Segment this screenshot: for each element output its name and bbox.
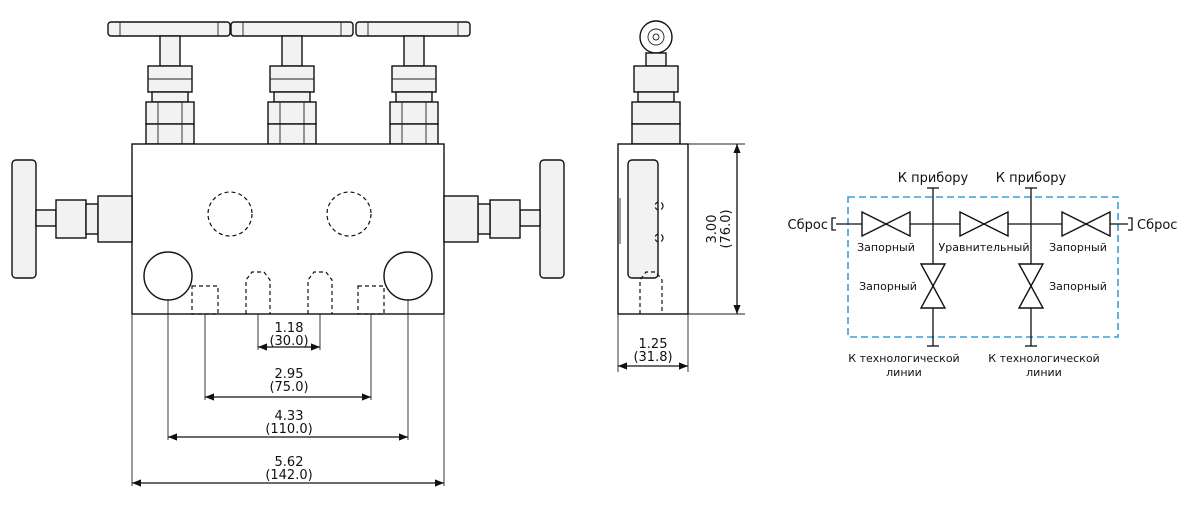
label-bottom-right-2: линии xyxy=(1026,366,1062,379)
top-valve-center xyxy=(230,21,354,145)
top-valve-left xyxy=(107,21,231,145)
dim-2-mm: (75.0) xyxy=(269,380,308,395)
label-drain-right: Сброс xyxy=(1137,218,1177,233)
side-width-in: 1.25 xyxy=(639,337,668,352)
dim-3-mm: (110.0) xyxy=(265,422,312,437)
label-valve-right: Запорный xyxy=(1049,241,1107,254)
valve-schematic: К прибору К прибору Сброс Сброс Запорный… xyxy=(788,171,1178,379)
label-bottom-right-1: К технологической xyxy=(988,352,1099,365)
label-valve-lower-left: Запорный xyxy=(859,280,917,293)
side-width-mm: (31.8) xyxy=(633,350,672,365)
side-valve-left xyxy=(11,159,133,279)
valve-right-symbol xyxy=(1061,210,1111,238)
label-drain-left: Сброс xyxy=(788,218,828,233)
port-right xyxy=(383,251,433,301)
valve-lower-right-symbol xyxy=(1017,263,1045,309)
dim-2-in: 2.95 xyxy=(275,367,304,382)
label-valve-lower-right: Запорный xyxy=(1049,280,1107,293)
top-valve-right xyxy=(355,21,471,145)
side-valve-right xyxy=(443,159,565,279)
dim-1-mm: (30.0) xyxy=(269,334,308,349)
label-top-right: К прибору xyxy=(996,171,1067,186)
dim-3-in: 4.33 xyxy=(275,409,304,424)
dim-1-in: 1.18 xyxy=(275,321,304,336)
valve-left-symbol xyxy=(861,210,911,238)
side-view: 3.00 (76.0) 1.25 (31.8) xyxy=(617,20,745,372)
valve-center-symbol xyxy=(959,210,1009,238)
label-valve-left: Запорный xyxy=(857,241,915,254)
label-valve-center: Уравнительный xyxy=(939,241,1030,254)
schematic-frame xyxy=(847,196,1119,338)
dim-4-in: 5.62 xyxy=(275,455,304,470)
side-height-in: 3.00 xyxy=(705,215,720,244)
dim-4-mm: (142.0) xyxy=(265,468,312,483)
front-view: 1.18 (30.0) 2.95 (75.0) 4.33 (110.0) 5.6… xyxy=(11,21,565,487)
valve-lower-left-symbol xyxy=(919,263,947,309)
port-left xyxy=(143,251,193,301)
label-bottom-left-1: К технологической xyxy=(848,352,959,365)
side-height-mm: (76.0) xyxy=(719,209,734,248)
label-bottom-left-2: линии xyxy=(886,366,922,379)
label-top-left: К прибору xyxy=(898,171,969,186)
